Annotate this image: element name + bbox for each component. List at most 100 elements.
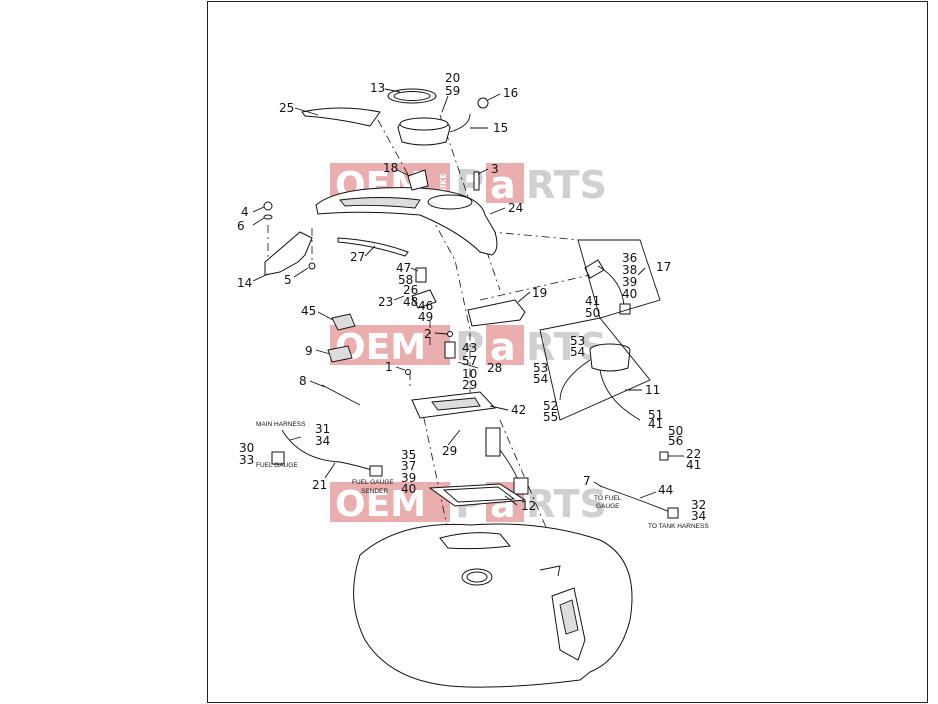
callout-12: 12 <box>521 499 536 513</box>
callout-labels: 13 20 59 16 25 15 18 3 4 24 6 27 14 5 47… <box>237 71 706 523</box>
callout-20: 20 <box>445 71 460 85</box>
callout-34a: 34 <box>315 434 330 448</box>
callout-47: 47 <box>396 261 411 275</box>
callout-7: 7 <box>583 474 591 488</box>
callout-25: 25 <box>279 101 294 115</box>
callout-23: 23 <box>378 295 393 309</box>
callout-24: 24 <box>508 201 523 215</box>
callout-48: 48 <box>403 295 418 309</box>
callout-53a: 53 <box>570 334 585 348</box>
callout-39a: 39 <box>622 275 637 289</box>
callout-10: 10 <box>462 367 477 381</box>
callout-29b: 29 <box>442 444 457 458</box>
tank-filler-opening <box>439 532 511 550</box>
callout-22: 22 <box>686 447 701 461</box>
connector-small-part <box>659 451 669 461</box>
callout-39b: 39 <box>401 471 416 485</box>
callout-13: 13 <box>370 81 385 95</box>
callout-4: 4 <box>241 205 249 219</box>
screw-small-part <box>405 369 411 375</box>
fuel-pump-part <box>485 427 501 457</box>
screw-part <box>263 201 273 211</box>
note-fuel-gauge-sender-2: SENDER <box>361 488 388 495</box>
callout-19: 19 <box>532 286 547 300</box>
callout-17: 17 <box>656 260 671 274</box>
mounting-plate-part <box>467 299 526 327</box>
watermark-oem: OEM <box>335 327 426 368</box>
callout-16: 16 <box>503 86 518 100</box>
cable-tie-part <box>321 384 361 406</box>
watermark-rts: RTS <box>526 482 607 526</box>
gasket-inner <box>442 486 516 503</box>
tank-harness-part <box>599 485 671 513</box>
clip-nut-part <box>308 262 316 270</box>
callout-50b: 50 <box>668 424 683 438</box>
diagram-frame <box>207 1 928 703</box>
note-to-fuel-gauge-2: GAUGE <box>596 503 620 510</box>
sender-body-part <box>589 349 631 372</box>
callout-29a: 29 <box>462 378 477 392</box>
callout-14: 14 <box>237 276 252 290</box>
callout-49: 49 <box>418 310 433 324</box>
tank-bracket <box>539 565 561 577</box>
callout-43: 43 <box>462 341 477 355</box>
callout-5: 5 <box>284 273 292 287</box>
watermark-band <box>330 482 450 522</box>
console-gauge-opening <box>427 194 473 210</box>
console-clip-part <box>407 169 429 191</box>
note-main-harness: MAIN HARNESS <box>256 421 306 428</box>
callout-41b: 41 <box>648 417 663 431</box>
check-valve-part <box>444 341 456 359</box>
harness-box <box>577 239 661 319</box>
callout-2: 2 <box>424 327 432 341</box>
note-to-tank-harness: TO TANK HARNESS <box>648 523 709 530</box>
fuel-gauge-harness <box>281 429 379 473</box>
watermark-a: a <box>490 325 516 369</box>
note-fuel-gauge: FUEL GAUGE <box>256 462 298 469</box>
callout-30: 30 <box>239 441 254 455</box>
callout-8: 8 <box>299 374 307 388</box>
fuel-filter-part <box>513 477 529 495</box>
top-plate-cutout <box>431 397 481 411</box>
callout-41c: 41 <box>686 458 701 472</box>
callout-18: 18 <box>383 161 398 175</box>
callout-33: 33 <box>239 453 254 467</box>
callout-54b: 54 <box>533 372 548 386</box>
callout-46: 46 <box>418 299 433 313</box>
callout-59: 59 <box>445 84 460 98</box>
watermark-a-band <box>486 325 524 365</box>
callout-28: 28 <box>487 361 502 375</box>
callout-57: 57 <box>462 354 477 368</box>
bracket-part <box>264 231 313 276</box>
watermark-rts: RTS <box>526 163 607 207</box>
callout-55: 55 <box>543 410 558 424</box>
pad-part <box>327 345 353 363</box>
callout-51: 51 <box>648 408 663 422</box>
callout-15: 15 <box>493 121 508 135</box>
callout-32: 32 <box>691 498 706 512</box>
callout-40a: 40 <box>622 287 637 301</box>
leader-lines <box>252 88 684 506</box>
callout-27: 27 <box>350 250 365 264</box>
callout-40b: 40 <box>401 482 416 496</box>
tank-mount-slot <box>559 599 579 635</box>
gauge-wire <box>449 113 471 133</box>
watermark-bike: BIKE <box>439 173 448 194</box>
callout-1: 1 <box>385 360 393 374</box>
callout-41a: 41 <box>585 294 600 308</box>
bulb-part <box>477 97 489 109</box>
sender-wire-2 <box>559 359 591 401</box>
fuel-tank-part <box>353 523 633 688</box>
fastener-part <box>447 331 453 337</box>
sender-box <box>539 317 651 421</box>
callout-52: 52 <box>543 399 558 413</box>
callout-58: 58 <box>398 273 413 287</box>
callout-53b: 53 <box>533 361 548 375</box>
callout-45: 45 <box>301 304 316 318</box>
callout-6: 6 <box>237 219 245 233</box>
callout-34b: 34 <box>691 509 706 523</box>
washer-part <box>263 214 273 220</box>
watermark-a-band <box>486 163 524 203</box>
text-notes: MAIN HARNESS FUEL GAUGE FUEL GAUGE SENDE… <box>256 421 709 530</box>
sender-wire <box>599 369 641 421</box>
